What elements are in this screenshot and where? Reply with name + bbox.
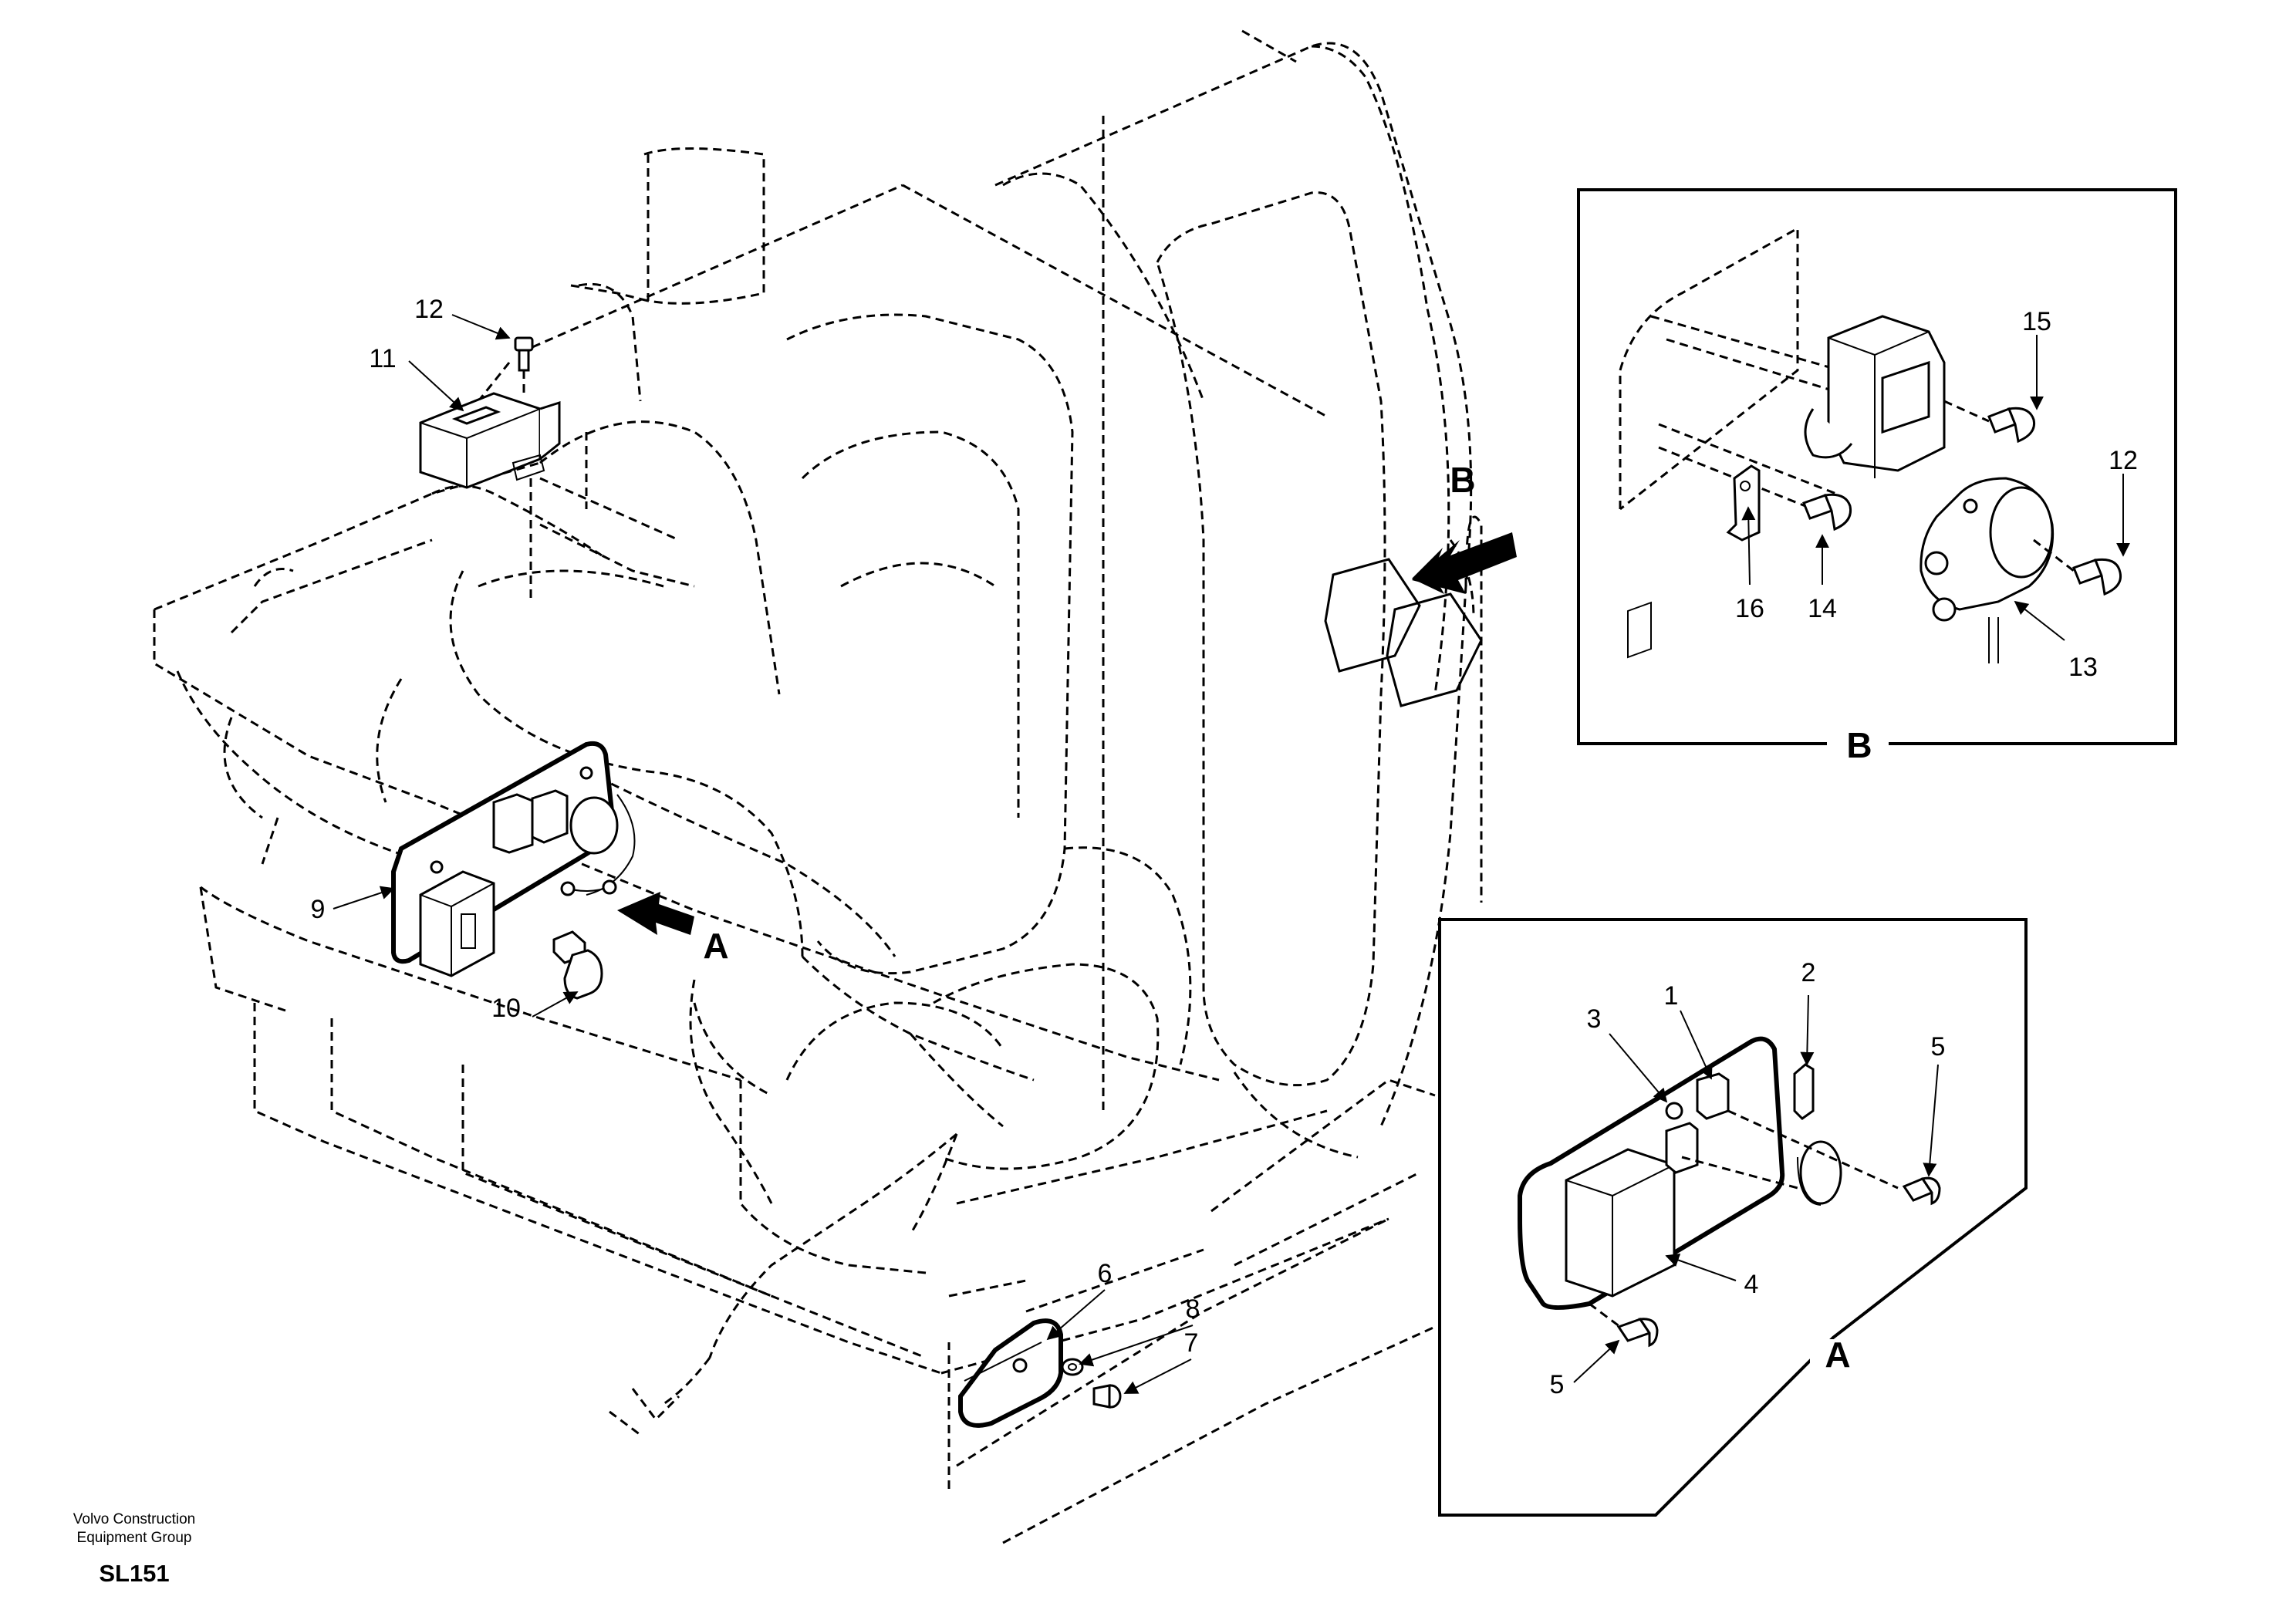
callout-b-12: 12: [2109, 446, 2138, 475]
washer-8: [1061, 1358, 1084, 1376]
callout-b-16: 16: [1735, 594, 1764, 623]
view-b-label: B: [1846, 725, 1872, 765]
callout-a-4: 4: [1744, 1270, 1759, 1299]
callout-a-1: 1: [1664, 981, 1679, 1011]
diagram-code: SL151: [99, 1560, 170, 1587]
callout-10: 10: [491, 994, 521, 1023]
org-line-1: Volvo Construction: [73, 1511, 196, 1527]
relay-box-11: [419, 392, 561, 602]
callout-7: 7: [1184, 1328, 1199, 1358]
bolt-10: [552, 930, 603, 1000]
main-label-b: B: [1450, 460, 1475, 500]
callout-11: 11: [369, 344, 396, 373]
view-b-locator: [1324, 532, 1517, 707]
callout-8: 8: [1186, 1294, 1200, 1324]
callout-12: 12: [414, 295, 444, 324]
view-a-leaders: [1573, 994, 1939, 1383]
org-line-2: Equipment Group: [76, 1530, 192, 1546]
callout-a-2: 2: [1801, 958, 1816, 987]
electrical-plate-9: [391, 741, 636, 977]
view-b-leaders: [1741, 335, 2130, 641]
cab-outline: [153, 29, 1483, 1544]
cover-6: [958, 1318, 1063, 1428]
screw-7: [1092, 1384, 1122, 1409]
callout-a-5-bottom: 5: [1550, 1370, 1565, 1399]
main-label-a: A: [703, 926, 728, 966]
callout-a-3: 3: [1587, 1004, 1602, 1034]
callout-a-5-right: 5: [1931, 1032, 1946, 1061]
footer-credit: Volvo Construction Equipment Group SL151: [34, 1510, 235, 1588]
detail-view-a: [1438, 601, 2028, 1517]
detail-view-b: [1577, 188, 2177, 762]
bolt-12: [514, 336, 534, 397]
callout-6: 6: [1098, 1259, 1113, 1288]
view-a-label: A: [1825, 1335, 1850, 1375]
callout-b-14: 14: [1808, 594, 1837, 623]
main-leaders: [333, 314, 1194, 1394]
view-a-pointer: [617, 892, 694, 935]
callout-9: 9: [311, 895, 326, 924]
callout-b-15: 15: [2022, 307, 2051, 336]
callout-b-13: 13: [2068, 653, 2098, 682]
